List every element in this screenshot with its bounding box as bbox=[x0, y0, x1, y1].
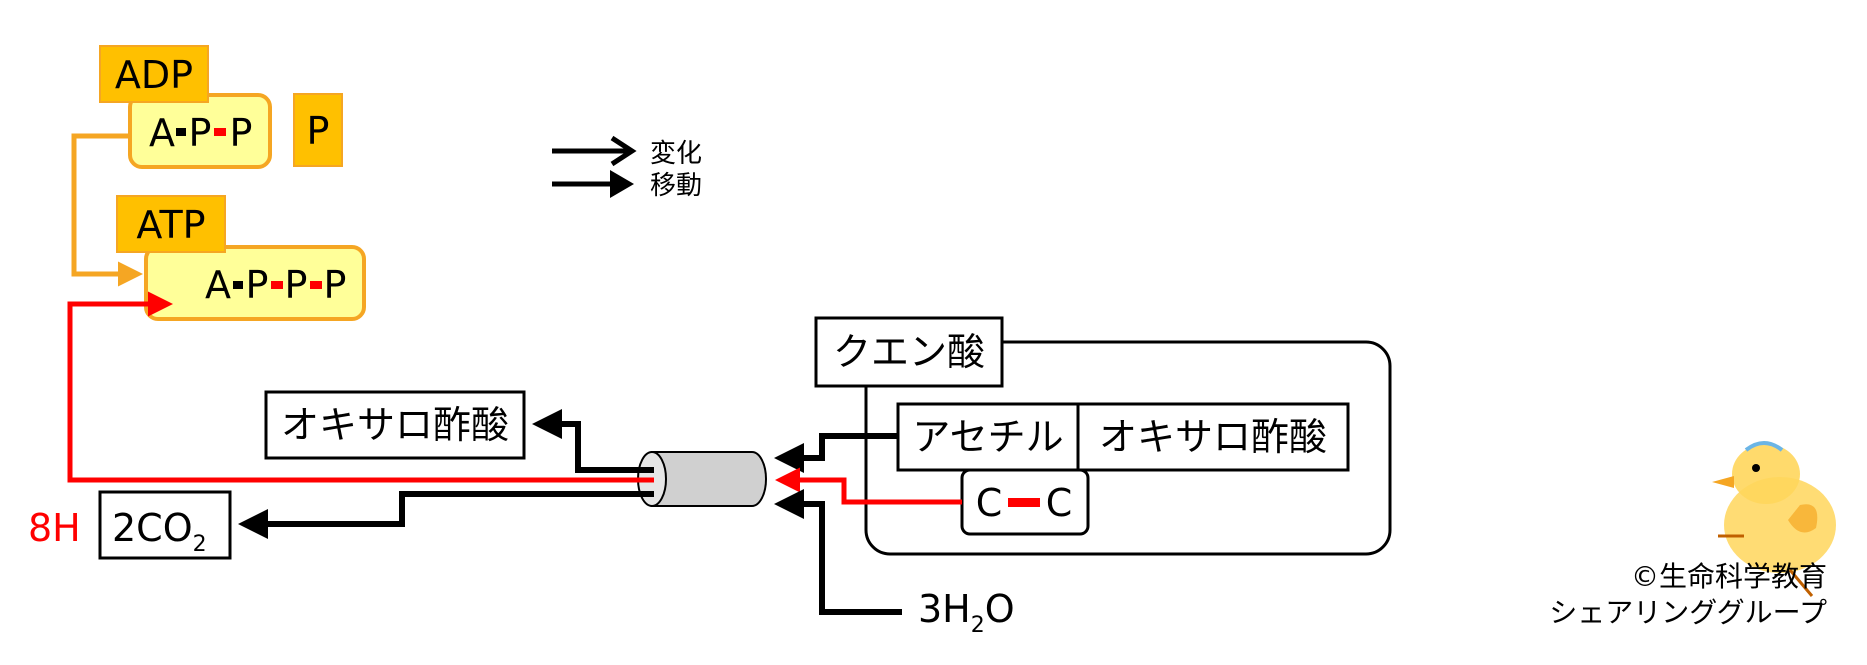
adp-bond-high-energy bbox=[214, 128, 226, 136]
oxaloacetate-out-arrow bbox=[532, 409, 654, 473]
legend-change-arrowhead bbox=[610, 135, 637, 167]
co2-label: 2CO2 bbox=[112, 506, 207, 557]
carbon-b: C bbox=[1046, 481, 1073, 525]
chick-mascot-image bbox=[1712, 441, 1836, 597]
atp-label: ATP bbox=[136, 203, 205, 247]
adp-molecule-a: A bbox=[149, 111, 175, 155]
water-label: 3H2O bbox=[918, 587, 1015, 638]
legend-move-arrowhead bbox=[610, 170, 634, 198]
carbon-bond bbox=[1008, 498, 1040, 507]
atp-molecule-p3: P bbox=[324, 263, 347, 307]
co2-product-box bbox=[98, 490, 232, 560]
carbon-a: C bbox=[976, 481, 1003, 525]
credit-line-2: シェアリンググループ bbox=[1549, 596, 1827, 629]
atp-bond-high-energy-2 bbox=[310, 281, 322, 289]
acetyl-move-arrow bbox=[774, 433, 898, 473]
water-coefficient: 3H bbox=[918, 587, 971, 631]
adp-molecule-p2: P bbox=[230, 111, 253, 155]
oxaloacetate-in-citrate-box bbox=[1076, 402, 1350, 472]
adp-label-box bbox=[99, 45, 209, 103]
atp-label-box bbox=[116, 195, 226, 253]
citric-acid-label-box bbox=[814, 316, 1004, 388]
atp-molecule-p1: P bbox=[246, 263, 269, 307]
acetyl-label: アセチル bbox=[912, 415, 1063, 459]
hydrogen-label: 8H bbox=[28, 506, 81, 550]
co2-coefficient: 2CO bbox=[112, 506, 193, 550]
atp-bond-normal bbox=[233, 281, 243, 289]
adp-bond-normal bbox=[176, 128, 186, 136]
phosphate-label: P bbox=[307, 109, 330, 153]
hydrogen-to-atp-arrow bbox=[67, 291, 654, 483]
atp-molecule-box bbox=[144, 245, 366, 321]
adp-label: ADP bbox=[115, 53, 193, 97]
atp-molecule-p2: P bbox=[285, 263, 308, 307]
citric-acid-label: クエン酸 bbox=[833, 330, 985, 374]
adp-molecule-p1: P bbox=[189, 111, 212, 155]
enzyme-cylinder-body bbox=[651, 451, 767, 507]
water-tail: O bbox=[985, 587, 1015, 631]
atp-bond-high-energy-1 bbox=[271, 281, 283, 289]
atp-molecule-a: A bbox=[205, 263, 231, 307]
oxaloacetate-in-citrate-label: オキサロ酢酸 bbox=[1099, 415, 1327, 459]
oxaloacetate-product-label: オキサロ酢酸 bbox=[281, 403, 509, 447]
carbon-change-arrow bbox=[775, 467, 962, 505]
adp-to-atp-arrow bbox=[71, 133, 143, 287]
phosphate-box bbox=[293, 93, 343, 167]
co2-subscript: 2 bbox=[193, 532, 207, 557]
legend-change-label: 変化 bbox=[650, 139, 702, 169]
water-subscript: 2 bbox=[971, 613, 985, 638]
water-move-arrow bbox=[774, 489, 902, 615]
legend-move-label: 移動 bbox=[650, 171, 702, 201]
co2-out-arrow bbox=[238, 491, 654, 539]
oxaloacetate-product-box bbox=[264, 390, 526, 460]
credit-line-1: ©生命科学教育 bbox=[1631, 560, 1827, 593]
